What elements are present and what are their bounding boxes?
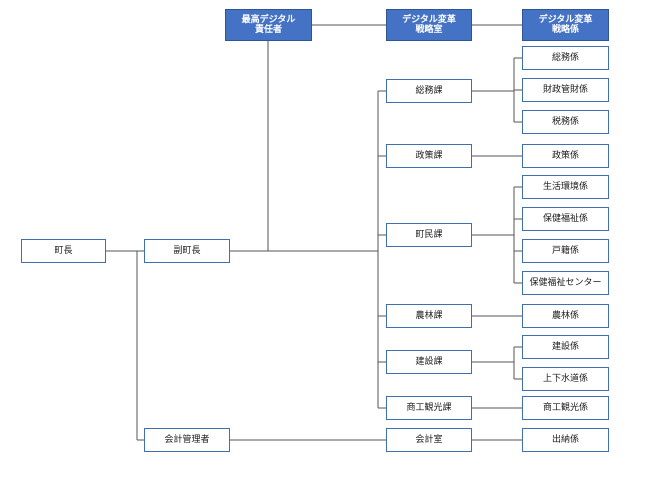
node-dept-construction: 建設課 bbox=[386, 350, 472, 374]
node-dept-general-affairs: 総務課 bbox=[386, 79, 472, 103]
node-accounting-manager: 会計管理者 bbox=[144, 428, 230, 452]
node-sec-agriculture: 農林係 bbox=[522, 304, 609, 328]
node-sec-policy: 政策係 bbox=[522, 144, 609, 168]
node-sec-water-sewer: 上下水道係 bbox=[522, 367, 609, 391]
node-dept-agriculture: 農林課 bbox=[386, 304, 472, 328]
node-sec-disbursement: 出納係 bbox=[522, 428, 609, 452]
node-accounting-office: 会計室 bbox=[386, 428, 472, 452]
node-sec-health-center: 保健福祉センター bbox=[522, 271, 609, 295]
node-sec-construction: 建設係 bbox=[522, 335, 609, 359]
node-deputy-mayor: 副町長 bbox=[144, 239, 230, 263]
node-dept-commerce-tourism: 商工観光課 bbox=[386, 396, 472, 420]
node-sec-environment: 生活環境係 bbox=[522, 175, 609, 199]
node-sec-commerce-tourism: 商工観光係 bbox=[522, 396, 609, 420]
node-dept-residents: 町民課 bbox=[386, 223, 472, 247]
node-dept-policy: 政策課 bbox=[386, 144, 472, 168]
node-mayor: 町長 bbox=[21, 239, 106, 263]
node-dx-strategy-section: デジタル変革 戦略係 bbox=[522, 9, 609, 41]
node-sec-tax: 税務係 bbox=[522, 110, 609, 134]
node-sec-general: 総務係 bbox=[522, 46, 609, 70]
node-sec-health-welfare: 保健福祉係 bbox=[522, 207, 609, 231]
node-sec-family-registry: 戸籍係 bbox=[522, 239, 609, 263]
node-chief-digital-officer: 最高デジタル 責任者 bbox=[225, 9, 312, 41]
node-dx-strategy-office: デジタル変革 戦略室 bbox=[386, 9, 472, 41]
node-sec-finance: 財政管財係 bbox=[522, 78, 609, 102]
